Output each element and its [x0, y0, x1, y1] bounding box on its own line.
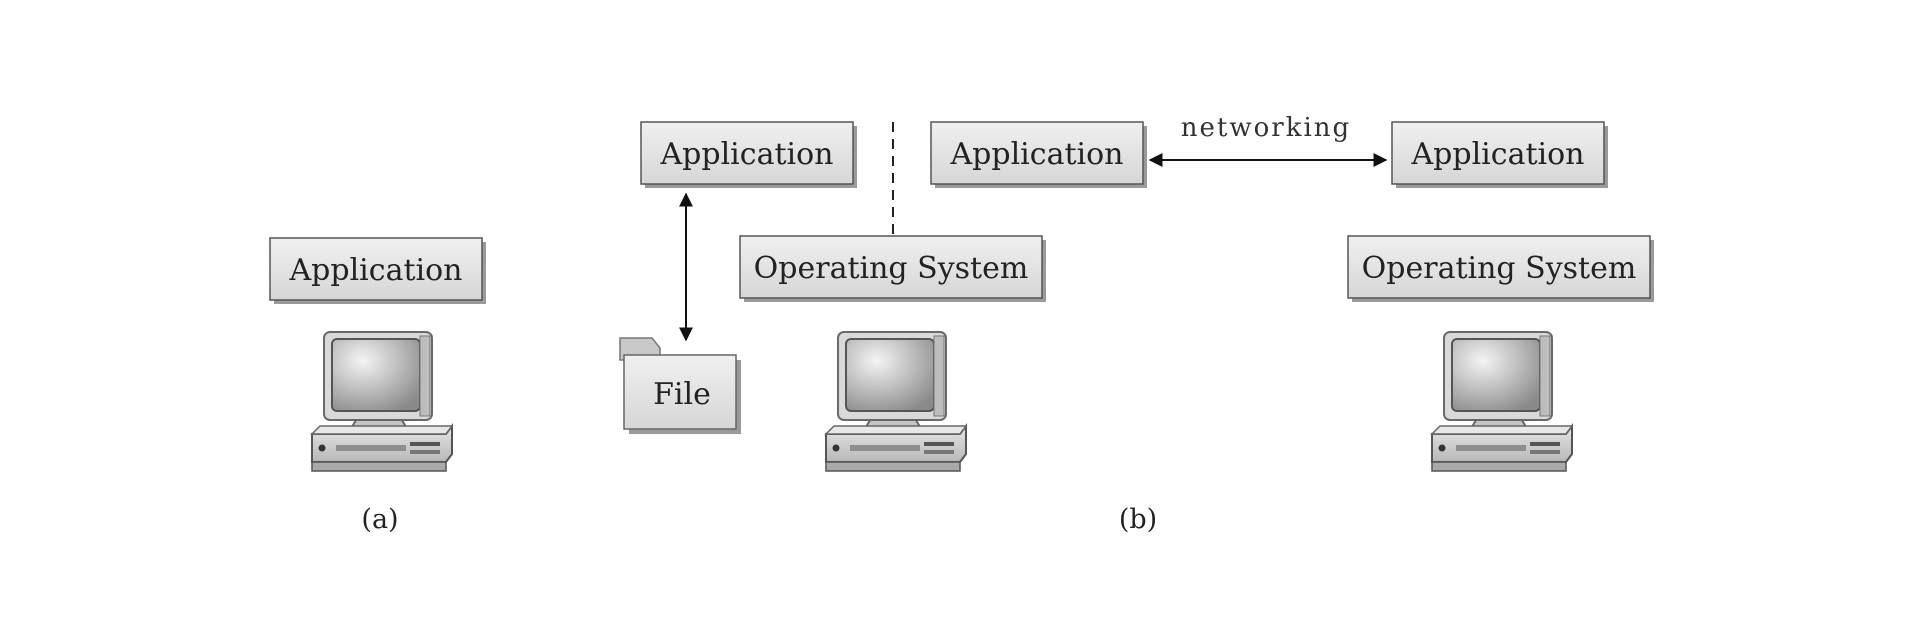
application-box-b-right: Application [1391, 121, 1608, 188]
computer-icon [825, 331, 967, 472]
application-label-b-middle: Application [950, 137, 1124, 172]
computer-icon [1431, 331, 1573, 472]
part-b: Application File Application Operating S… [619, 113, 1654, 535]
os-label-b-middle: Operating System [754, 251, 1029, 286]
caption-b: (b) [1119, 504, 1157, 535]
application-box-a: Application [269, 237, 486, 304]
networking-label: networking [1181, 113, 1351, 143]
part-a: Application (a) [269, 237, 486, 535]
os-label-b-right: Operating System [1362, 251, 1637, 286]
os-box-b-right: Operating System [1347, 235, 1654, 302]
file-label: File [653, 377, 711, 412]
application-box-b-left: Application [640, 121, 857, 188]
application-label-b-left: Application [660, 137, 834, 172]
application-label-b-right: Application [1411, 137, 1585, 172]
computer-icon [311, 331, 453, 472]
os-box-b-middle: Operating System [739, 235, 1046, 302]
application-box-b-middle: Application [930, 121, 1147, 188]
folder-icon: File [619, 337, 741, 434]
application-label-a: Application [289, 253, 463, 288]
caption-a: (a) [361, 504, 398, 535]
